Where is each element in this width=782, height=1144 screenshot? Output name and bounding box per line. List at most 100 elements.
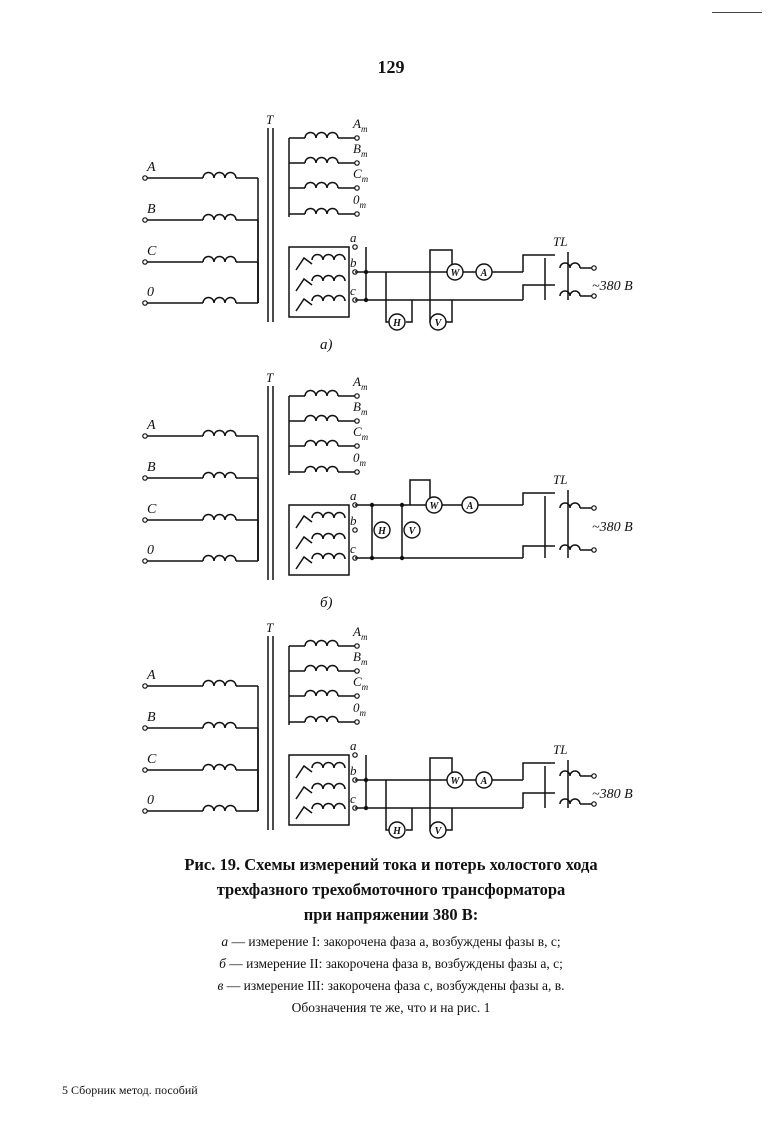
wire: [295, 514, 313, 529]
terminal: [354, 443, 360, 449]
tertiary-coil: [304, 131, 339, 139]
top-rule: [712, 12, 762, 13]
junction-dot: [399, 502, 405, 508]
junction-dot: [369, 555, 375, 561]
junction-dot: [363, 805, 369, 811]
supply-transformer-label: TL: [553, 742, 567, 757]
legend-note: Обозначения те же, что и на рис. 1: [291, 1000, 491, 1015]
tertiary-coil: [304, 439, 339, 447]
ammeter: [475, 263, 493, 281]
wire: [409, 479, 431, 505]
terminal: [142, 259, 148, 265]
wire: [522, 284, 555, 300]
legend-line-v: в — измерение III: закорочена фаза с, во…: [217, 978, 565, 993]
tertiary-label-0: Am: [352, 116, 368, 134]
wire: [429, 757, 453, 780]
tertiary-label-0: Am: [352, 374, 368, 392]
secondary-coil: [311, 294, 346, 302]
terminal: [591, 265, 597, 271]
secondary-coil: [311, 761, 346, 769]
terminal: [354, 469, 360, 475]
secondary-label-2: c: [350, 791, 356, 806]
terminal: [591, 293, 597, 299]
tertiary-coil: [304, 181, 339, 189]
supply-coil-top: [559, 770, 581, 777]
primary-label-2: C: [147, 502, 157, 517]
caption-line-3: при напряжении 380 В:: [303, 905, 479, 924]
figure-legend: а — измерение I: закорочена фаза а, возб…: [60, 931, 722, 1019]
frequency-meter-label: H: [392, 826, 402, 837]
supply-coil-bottom: [559, 544, 581, 551]
junction-dot: [363, 777, 369, 783]
junction-dot: [399, 555, 405, 561]
primary-label-3: 0: [147, 543, 154, 558]
ammeter: [475, 771, 493, 789]
tertiary-label-1: Bm: [353, 399, 368, 417]
terminal: [354, 185, 360, 191]
caption-line-1: Рис. 19. Схемы измерений тока и потерь х…: [184, 855, 598, 874]
wattmeter-label: W: [430, 501, 440, 512]
wire: [295, 764, 313, 779]
tertiary-label-1: Bm: [353, 649, 368, 667]
wire: [295, 555, 313, 570]
voltmeter-label: V: [409, 526, 417, 537]
secondary-label-0: a: [350, 488, 357, 503]
junction-dot: [369, 502, 375, 508]
ammeter-label: A: [480, 776, 488, 787]
secondary-coil: [311, 802, 346, 810]
panel-label: а): [320, 337, 333, 353]
tertiary-coil: [304, 465, 339, 473]
secondary-label-1: b: [350, 763, 357, 778]
tertiary-coil: [304, 389, 339, 397]
terminal: [354, 643, 360, 649]
terminal: [142, 808, 148, 814]
terminal: [352, 244, 358, 250]
secondary-label-1: b: [350, 255, 357, 270]
terminal: [354, 211, 360, 217]
tertiary-label-0: Am: [352, 624, 368, 642]
secondary-label-2: c: [350, 283, 356, 298]
wire: [522, 762, 555, 780]
legend-line-b: б — измерение II: закорочена фаза в, воз…: [219, 956, 563, 971]
wire: [295, 805, 313, 820]
terminal: [142, 433, 148, 439]
secondary-label-0: a: [350, 738, 357, 753]
junction-dot: [363, 297, 369, 303]
ammeter-label: A: [466, 501, 474, 512]
caption-line-2: трехфазного трехобмоточного трансформато…: [216, 880, 566, 899]
terminal: [352, 752, 358, 758]
primary-label-2: C: [147, 752, 157, 767]
primary-label-1: B: [147, 202, 156, 217]
ammeter: [461, 496, 479, 514]
transformer-label: T: [266, 370, 274, 385]
wire: [406, 808, 413, 831]
page-number: 129: [377, 57, 405, 77]
wire: [522, 792, 555, 808]
terminal: [354, 135, 360, 141]
wattmeter: [425, 496, 443, 514]
tertiary-label-2: Cm: [353, 166, 369, 184]
secondary-coil: [311, 511, 346, 519]
primary-coil: [202, 554, 237, 562]
primary-label-3: 0: [147, 793, 154, 808]
primary-coil: [202, 804, 237, 812]
terminal: [352, 527, 358, 533]
supply-coil-top: [559, 502, 581, 509]
tertiary-label-2: Cm: [353, 674, 369, 692]
secondary-label-0: a: [350, 230, 357, 245]
panel-label: б): [320, 595, 333, 611]
supply-transformer-label: TL: [553, 234, 567, 249]
primary-label-0: A: [146, 668, 156, 683]
terminal: [354, 393, 360, 399]
junction-dot: [363, 269, 369, 275]
supply-coil-bottom: [559, 290, 581, 297]
primary-label-3: 0: [147, 285, 154, 300]
secondary-coil: [311, 274, 346, 282]
tertiary-coil: [304, 156, 339, 164]
legend-line-a: а — измерение I: закорочена фаза а, возб…: [221, 934, 561, 949]
supply-coil-top: [559, 262, 581, 269]
terminal: [591, 547, 597, 553]
